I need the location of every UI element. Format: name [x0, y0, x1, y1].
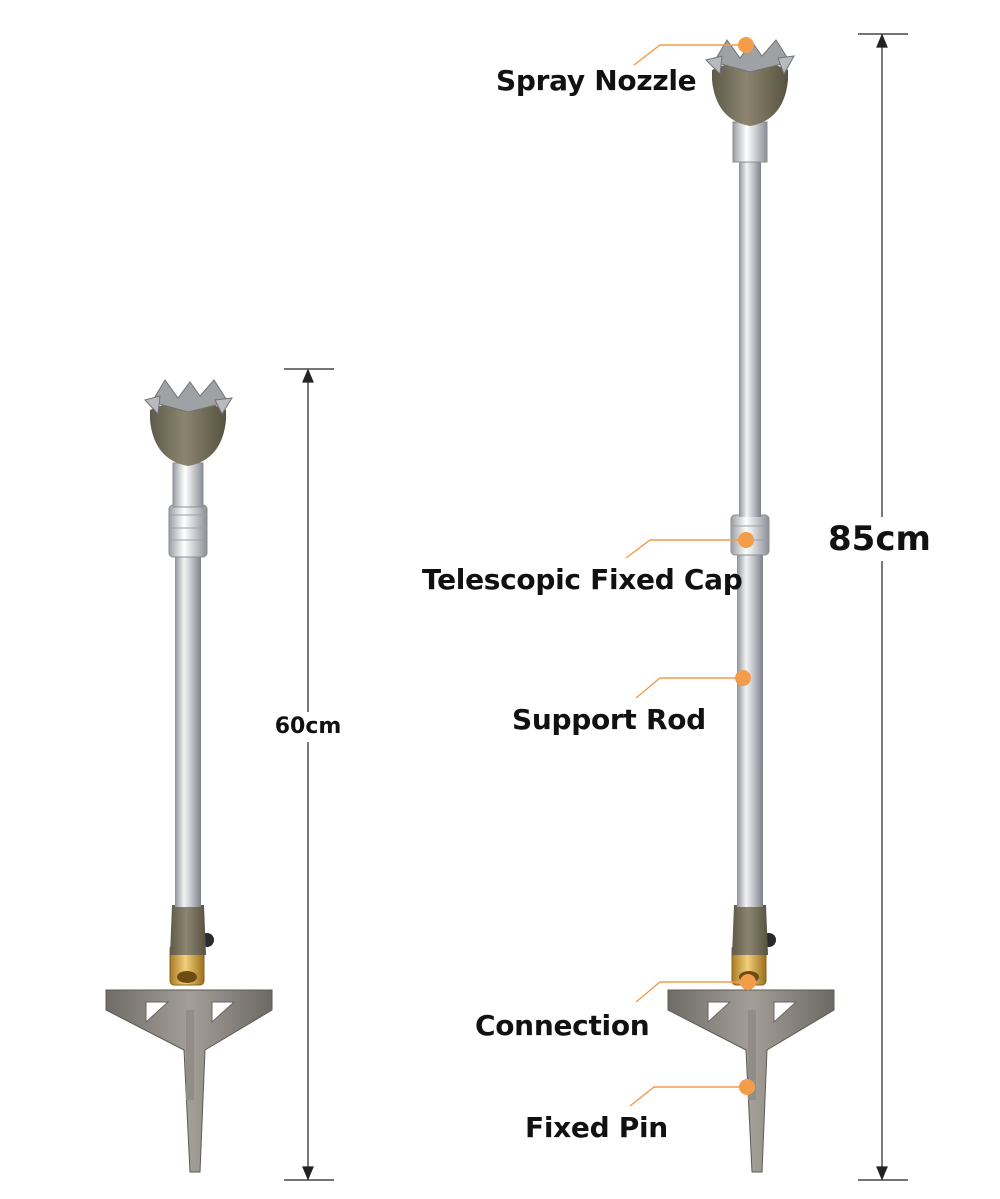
leader-support-rod	[635, 677, 743, 699]
spray-nozzle-extended	[705, 39, 795, 126]
height-label-extended: 85cm	[828, 517, 931, 561]
label-connection: Connection	[475, 1009, 650, 1042]
callout-dots	[735, 37, 756, 1095]
leader-telescopic-cap	[625, 539, 745, 559]
dot-fixed-pin	[739, 1079, 755, 1095]
support-rod-short	[175, 555, 201, 907]
support-rod-extended	[737, 552, 763, 907]
telescopic-cap-short	[168, 504, 208, 558]
label-telescopic-fixed-cap: Telescopic Fixed Cap	[422, 563, 743, 596]
dot-spray-nozzle	[738, 37, 754, 53]
sprinkler-short	[105, 379, 273, 1173]
label-support-rod: Support Rod	[512, 703, 706, 736]
dot-telescopic-cap	[738, 532, 754, 548]
label-fixed-pin: Fixed Pin	[525, 1111, 668, 1144]
dot-support-rod	[735, 670, 751, 686]
dimension-line-extended	[858, 33, 908, 1181]
height-label-short: 60cm	[270, 712, 346, 742]
callout-leaders	[625, 44, 748, 1107]
dot-connection	[740, 974, 756, 990]
fixed-pin-short	[105, 989, 273, 1173]
leader-connection	[635, 981, 748, 1003]
label-spray-nozzle: Spray Nozzle	[496, 64, 697, 97]
sprinkler-extended	[667, 39, 835, 1173]
dimension-line-short	[284, 368, 334, 1181]
leader-spray-nozzle	[633, 44, 745, 66]
spray-nozzle-short	[144, 379, 233, 466]
leader-fixed-pin	[629, 1086, 747, 1107]
